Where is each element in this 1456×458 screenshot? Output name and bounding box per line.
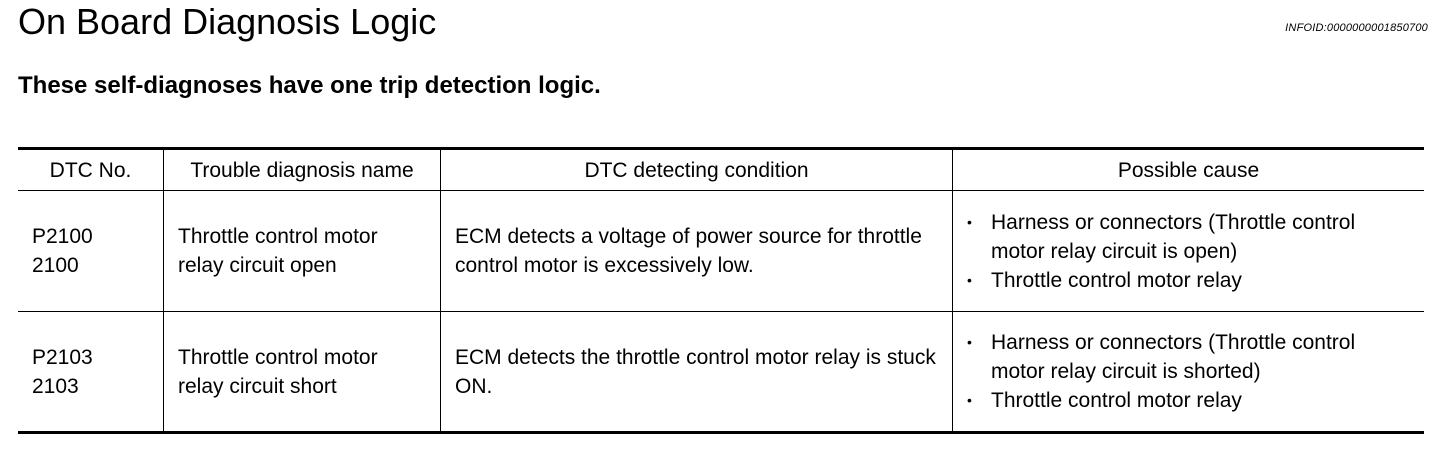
column-header-trouble-diagnosis-name: Trouble diagnosis name	[163, 148, 441, 191]
bullet-icon: •	[967, 334, 972, 350]
dtc-number-cell: P2103 2103	[18, 312, 164, 433]
dtc-code: P2100	[32, 225, 93, 248]
table-row: P2103 2103 Throttle control motor relay …	[18, 311, 1424, 433]
dtc-detecting-condition-cell: ECM detects a voltage of power source fo…	[440, 190, 953, 312]
bullet-icon: •	[967, 392, 972, 408]
table-header-row: DTC No. Trouble diagnosis name DTC detec…	[18, 148, 1424, 191]
dtc-code: P2103	[32, 345, 93, 369]
possible-cause-cell: • Harness or connectors (Throttle contro…	[952, 190, 1424, 312]
dtc-code-alt: 2100	[32, 254, 79, 277]
info-id: INFOID:0000000001850700	[1285, 22, 1428, 34]
possible-cause-list: • Harness or connectors (Throttle contro…	[967, 208, 1410, 295]
column-header-dtc-no: DTC No.	[49, 158, 132, 182]
possible-cause-text: Harness or connectors (Throttle control …	[991, 331, 1356, 383]
page-title: On Board Diagnosis Logic	[18, 1, 437, 42]
dtc-detecting-condition-cell: ECM detects the throttle control motor r…	[440, 311, 953, 433]
possible-cause-text: Throttle control motor relay	[991, 268, 1242, 292]
table-row: P2100 2100 Throttle control motor relay …	[18, 190, 1424, 312]
possible-cause-text: Throttle control motor relay	[991, 389, 1242, 412]
trouble-diagnosis-name-cell: Throttle control motor relay circuit ope…	[163, 190, 441, 312]
dtc-table: DTC No. Trouble diagnosis name DTC detec…	[18, 147, 1424, 434]
column-header-possible-cause: Possible cause	[952, 148, 1424, 191]
bullet-icon: •	[967, 271, 972, 288]
possible-cause-item: • Harness or connectors (Throttle contro…	[967, 328, 1410, 386]
dtc-code-alt: 2103	[32, 374, 79, 398]
possible-cause-cell: • Harness or connectors (Throttle contro…	[952, 311, 1424, 433]
possible-cause-item: • Throttle control motor relay	[967, 266, 1410, 295]
possible-cause-text: Harness or connectors (Throttle control …	[991, 210, 1356, 263]
trouble-diagnosis-name-cell: Throttle control motor relay circuit sho…	[163, 311, 441, 433]
dtc-number-cell: P2100 2100	[18, 191, 164, 312]
section-subtitle: These self-diagnoses have one trip detec…	[18, 72, 601, 99]
possible-cause-item: • Harness or connectors (Throttle contro…	[967, 208, 1410, 266]
column-header-dtc-detecting-condition: DTC detecting condition	[440, 148, 953, 191]
possible-cause-list: • Harness or connectors (Throttle contro…	[967, 328, 1410, 415]
possible-cause-item: • Throttle control motor relay	[967, 386, 1410, 415]
bullet-icon: •	[967, 213, 972, 230]
